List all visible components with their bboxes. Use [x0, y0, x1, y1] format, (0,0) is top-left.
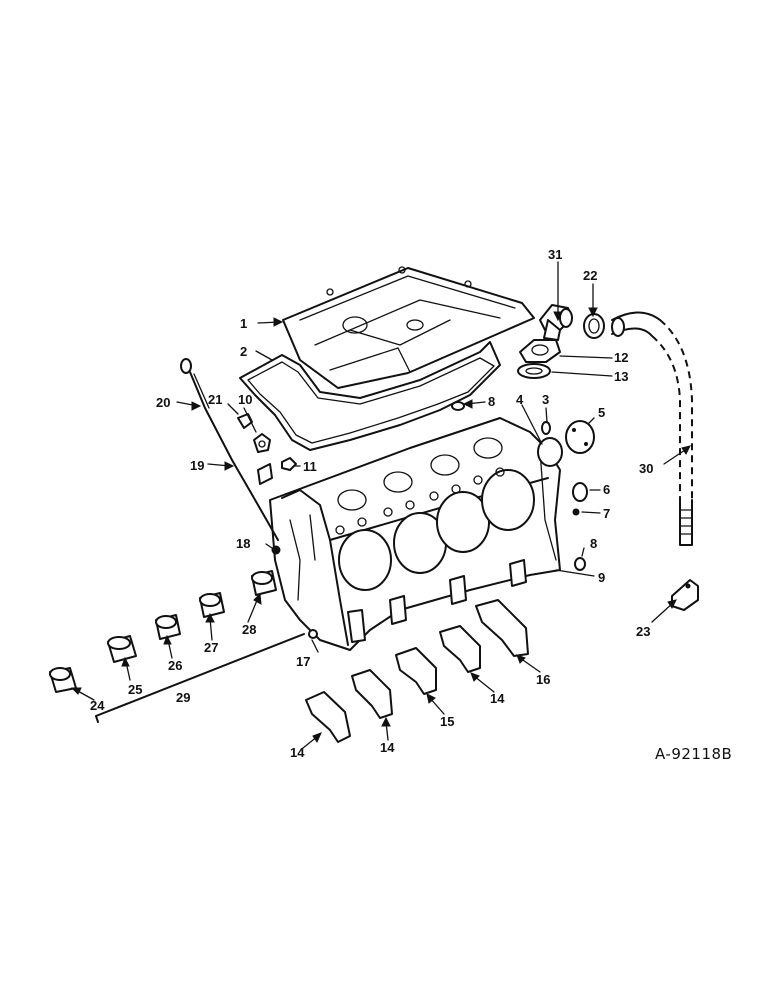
- plug-7: [572, 508, 580, 516]
- callout-2: 2: [240, 344, 247, 359]
- callout-15: 15: [440, 714, 454, 729]
- callout-8-side: 8: [590, 536, 597, 551]
- cam-bearing-set-bracket-29: [95, 633, 305, 723]
- callout-20: 20: [156, 395, 170, 410]
- plug-17: [308, 629, 318, 639]
- callout-29: 29: [176, 690, 190, 705]
- cam-bearing-26: [155, 614, 181, 640]
- valley-cover-gasket: [239, 341, 501, 451]
- callout-5: 5: [598, 405, 605, 420]
- callout-25: 25: [128, 682, 142, 697]
- callout-1: 1: [240, 316, 247, 331]
- callout-30: 30: [639, 461, 653, 476]
- callout-27: 27: [204, 640, 218, 655]
- callout-14-b: 14: [380, 740, 395, 755]
- breather-hose: [611, 311, 693, 546]
- main-bearing-cap-3: [395, 647, 437, 695]
- expansion-plug-6: [572, 482, 588, 502]
- cup-plug-8-top: [451, 401, 465, 411]
- callout-24: 24: [90, 698, 105, 713]
- callout-11: 11: [303, 459, 317, 474]
- leader-lines: [70, 261, 691, 749]
- hose-bracket: [671, 579, 699, 611]
- plug-18: [271, 545, 281, 555]
- main-bearing-cap-1: [305, 691, 351, 743]
- callout-17: 17: [296, 654, 310, 669]
- callout-12: 12: [614, 350, 628, 365]
- cam-bearing-27: [199, 592, 225, 618]
- main-bearing-cap-2: [351, 669, 393, 719]
- callout-16: 16: [536, 672, 550, 687]
- gasket-4: [537, 437, 563, 467]
- adapter-10: [253, 433, 271, 453]
- cover-plate-5: [565, 420, 595, 454]
- callout-19: 19: [190, 458, 204, 473]
- callout-labels: 1 2 3 4 5 6 7 8 8 9 10 11 12 13 14 14 14…: [90, 247, 653, 760]
- cam-bearing-25: [107, 635, 137, 663]
- callout-3: 3: [542, 392, 549, 407]
- dipstick: [180, 358, 279, 541]
- callout-28: 28: [242, 622, 256, 637]
- figure-reference-number: A-92118B: [655, 745, 732, 763]
- callout-6: 6: [603, 482, 610, 497]
- tube-19: [257, 463, 273, 485]
- callout-23: 23: [636, 624, 650, 639]
- callout-14-a: 14: [290, 745, 305, 760]
- cup-plug-8-side: [574, 557, 586, 571]
- callout-31: 31: [548, 247, 562, 262]
- callout-4: 4: [516, 392, 524, 407]
- callout-21: 21: [208, 392, 222, 407]
- breather-clamp: [583, 313, 605, 339]
- breather-elbow: [539, 304, 573, 341]
- plug-11: [281, 457, 297, 471]
- callout-7: 7: [603, 506, 610, 521]
- breather-gasket-12: [519, 339, 561, 363]
- cam-bearing-28: [251, 570, 277, 596]
- callout-8-top: 8: [488, 394, 495, 409]
- valley-cover: [282, 266, 535, 389]
- callout-14-c: 14: [490, 691, 505, 706]
- cam-bearing-24: [49, 667, 77, 693]
- callout-10: 10: [238, 392, 252, 407]
- callout-18: 18: [236, 536, 250, 551]
- callout-9: 9: [598, 570, 605, 585]
- main-bearing-cap-4: [439, 625, 481, 673]
- cylinder-block: [269, 417, 561, 651]
- callout-26: 26: [168, 658, 182, 673]
- breather-gasket-13: [517, 363, 551, 379]
- main-bearing-cap-5-rear: [475, 599, 529, 657]
- callout-13: 13: [614, 369, 628, 384]
- callout-22: 22: [583, 268, 597, 283]
- plug-3: [541, 421, 551, 435]
